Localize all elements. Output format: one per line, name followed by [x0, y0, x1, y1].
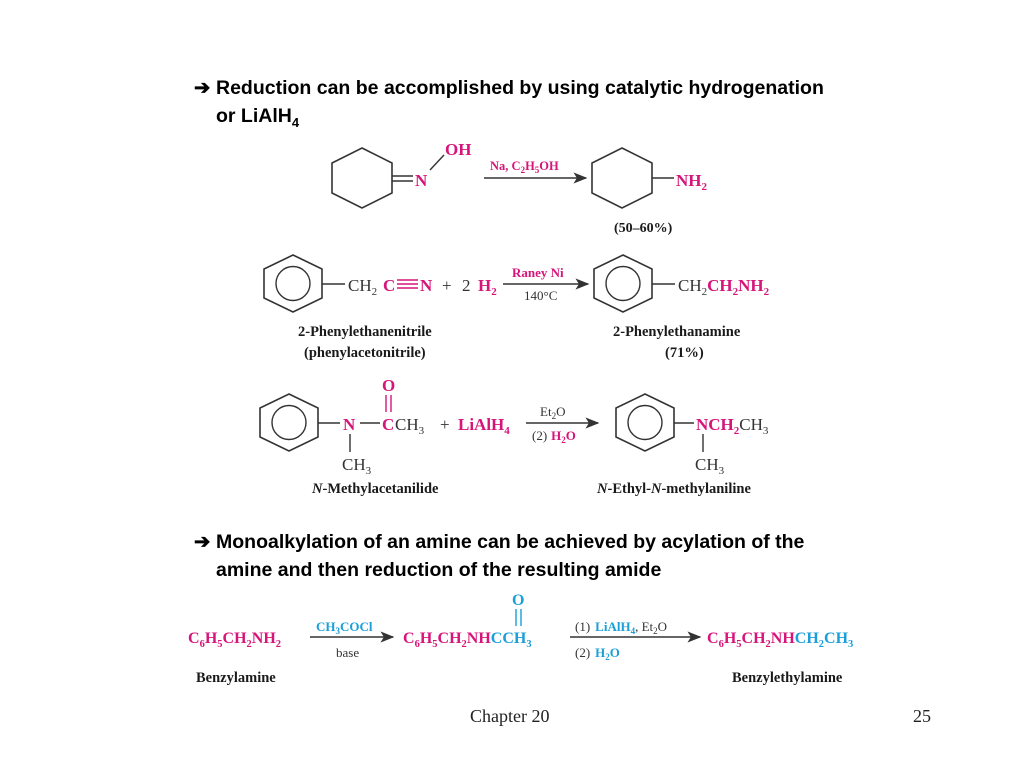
reagent-acetyl-chloride: CH3COCl: [316, 619, 373, 636]
plus-sign: +: [440, 415, 450, 434]
benzene-ring-product: [593, 254, 653, 313]
product-amine-formula: NCH2CH3: [696, 415, 769, 437]
lialh4-label: LiAlH4: [458, 415, 510, 437]
oxime-oh-label: OH: [445, 140, 471, 159]
reagent-water-2: (2)H2O: [575, 645, 620, 662]
reagent-na-ethanol: Na, C2H5OH: [490, 159, 559, 175]
bullet-reduction-line1: Reduction can be accomplished by using c…: [216, 77, 824, 99]
reaction-amide-reduction: N C O CH3 CH3 + LiAlH4 Et2O (2)H2O NCH2C…: [259, 376, 769, 497]
product-n-methyl-label: CH3: [695, 455, 725, 477]
nitrile-n-label: N: [420, 276, 433, 295]
bullet-reduction-line2-sub: 4: [291, 114, 300, 130]
arrow-bullet-icon: ➔: [194, 77, 211, 99]
carbonyl-c-label: C: [382, 415, 394, 434]
reactant-ch2-label: CH2: [348, 276, 377, 298]
bullet-reduction-line2: or LiAlH4: [216, 102, 299, 137]
product-nh2-label: NH2: [676, 171, 708, 193]
bullet-monoalkylation-line2: amine and then reduction of the resultin…: [216, 559, 662, 581]
amide-o-label: O: [512, 592, 524, 609]
benzene-ring-product: [615, 393, 675, 452]
cyclohexane-ring-product: [591, 147, 653, 209]
benzylamine-name: Benzylamine: [196, 670, 276, 686]
reagent-raney-ni: Raney Ni: [512, 265, 564, 280]
benzylamine-formula: C6H5CH2NH2: [188, 630, 281, 650]
reagent-water: (2)H2O: [532, 428, 576, 445]
reactant-name-line2: (phenylacetonitrile): [304, 345, 426, 361]
footer-chapter-label: Chapter 20: [470, 706, 550, 726]
reaction-oxime-reduction: N OH Na, C2H5OH NH2 (50–60%): [331, 140, 708, 236]
benzene-ring: [259, 393, 319, 452]
yield-label: (50–60%): [614, 221, 673, 236]
product-name-line1: 2-Phenylethanamine: [613, 324, 741, 340]
product-name: N-Ethyl-N-methylaniline: [596, 481, 751, 497]
n-methyl-label: CH3: [342, 455, 372, 477]
reagent-temperature: 140°C: [524, 288, 557, 303]
cyclohexane-ring: [331, 147, 393, 209]
reaction-monoalkylation: C6H5CH2NH2 CH3COCl base O C6H5CH2NHCCH3 …: [188, 592, 853, 686]
acetyl-ch3-label: CH3: [395, 415, 425, 437]
nitrile-c-label: C: [383, 276, 395, 295]
product-amine-formula: CH2CH2NH2: [678, 276, 770, 298]
reaction-nitrile-hydrogenation: CH2 C N + 2 H2 Raney Ni 140°C CH2CH2NH2 …: [263, 254, 770, 361]
reactant-name-line1: 2-Phenylethanenitrile: [298, 324, 432, 340]
reagent-ether: Et2O: [540, 404, 565, 421]
benzylethylamine-formula: C6H5CH2NHCH2CH3: [707, 630, 853, 650]
benzylethylamine-name: Benzylethylamine: [732, 670, 843, 686]
bullet-monoalkylation-line1: Monoalkylation of an amine can be achiev…: [216, 531, 805, 553]
reagent-lialh4-ether: (1)LiAlH4, Et2O: [575, 619, 667, 636]
benzene-ring: [263, 254, 323, 313]
arrow-bullet-icon: ➔: [194, 531, 211, 553]
coefficient-label: 2: [462, 276, 471, 295]
product-name-line2: (71%): [665, 345, 704, 361]
amide-n-label: N: [343, 415, 356, 434]
plus-sign: +: [442, 276, 452, 295]
reactant-name: N-Methylacetanilide: [311, 481, 439, 497]
footer-page-number: 25: [913, 706, 931, 726]
amide-intermediate-formula: C6H5CH2NHCCH3: [403, 630, 532, 650]
carbonyl-o-label: O: [382, 376, 395, 395]
oxime-n-label: N: [415, 171, 428, 190]
hydrogen-label: H2: [478, 276, 497, 298]
reagent-base: base: [336, 645, 359, 660]
bullet-reduction-line2-text: or LiAlH: [216, 105, 292, 127]
